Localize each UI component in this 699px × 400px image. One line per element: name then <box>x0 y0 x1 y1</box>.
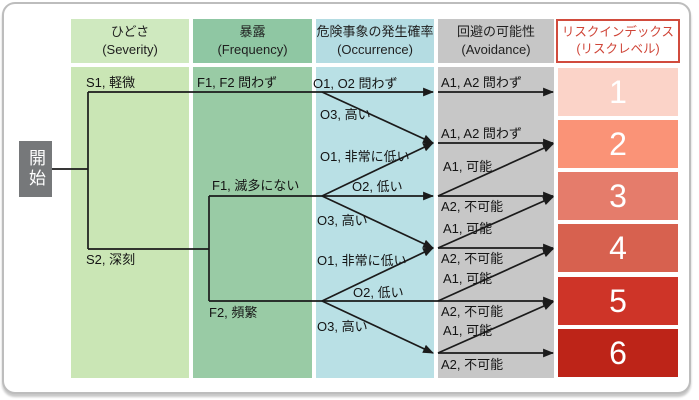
label-occurrence-o1-2: O1, 非常に低い <box>317 253 407 268</box>
column-body-severity <box>71 67 189 378</box>
risk-level-box-1: 1 <box>558 68 678 116</box>
risk-index-subtitle: (リスクレベル) <box>576 42 660 56</box>
column-subtitle: (Occurrence) <box>337 42 413 57</box>
label-frequency-f2: F2, 頻繁 <box>209 305 258 320</box>
label-avoidance-a1-4: A1, 可能 <box>443 323 493 338</box>
label-occurrence-o1o2: O1, O2 問わず <box>313 76 398 91</box>
column-subtitle: (Severity) <box>102 42 158 57</box>
risk-level-box-3: 3 <box>558 172 678 220</box>
label-occurrence-o3-1: O3, 高い <box>320 107 371 122</box>
label-avoidance-a2-2: A2, 不可能 <box>441 251 504 266</box>
label-avoidance-a2-1: A2, 不可能 <box>441 199 504 214</box>
start-node: 開始 <box>19 141 52 197</box>
risk-level-value: 2 <box>609 125 627 162</box>
label-severity-s1: S1, 軽微 <box>86 75 136 90</box>
risk-level-box-5: 5 <box>558 277 678 325</box>
label-frequency-f1f2: F1, F2 問わず <box>197 75 278 90</box>
risk-level-box-2: 2 <box>558 120 678 168</box>
label-avoidance-a2-3: A2, 不可能 <box>441 304 504 319</box>
column-title: 回避の可能性 <box>456 24 535 40</box>
label-avoidance-a1a2-2: A1, A2 問わず <box>441 126 522 141</box>
label-avoidance-a1-1: A1, 可能 <box>443 159 493 174</box>
risk-level-value: 3 <box>609 177 627 214</box>
column-body-frequency <box>193 67 312 378</box>
label-avoidance-a1a2-1: A1, A2 問わず <box>441 75 522 90</box>
label-occurrence-o2-2: O2, 低い <box>353 285 404 300</box>
risk-level-value: 5 <box>609 282 627 319</box>
column-header-frequency: 暴露 (Frequency) <box>193 19 312 63</box>
label-severity-s2: S2, 深刻 <box>86 252 136 267</box>
column-header-occurrence: 危険事象の発生確率 (Occurrence) <box>316 19 434 63</box>
label-occurrence-o3-3: O3, 高い <box>317 319 368 334</box>
risk-level-value: 1 <box>609 73 627 110</box>
column-header-severity: ひどさ (Severity) <box>71 19 189 63</box>
column-subtitle: (Frequency) <box>217 42 288 57</box>
label-occurrence-o3-2: O3, 高い <box>317 213 368 228</box>
label-avoidance-a1-3: A1, 可能 <box>443 271 493 286</box>
risk-level-box-6: 6 <box>558 329 678 377</box>
risk-level-value: 6 <box>609 334 627 371</box>
risk-level-value: 4 <box>609 229 627 266</box>
column-subtitle: (Avoidance) <box>461 42 531 57</box>
column-header-avoidance: 回避の可能性 (Avoidance) <box>438 19 554 63</box>
label-frequency-f1: F1, 滅多にない <box>212 178 300 193</box>
label-avoidance-a1-2: A1, 可能 <box>443 221 493 236</box>
column-title: ひどさ <box>110 24 150 40</box>
label-occurrence-o1-1: O1, 非常に低い <box>320 149 410 164</box>
start-label: 開始 <box>26 149 45 189</box>
column-header-risk-index: リスクインデックス (リスクレベル) <box>556 19 680 63</box>
risk-index-title: リスクインデックス <box>561 25 675 40</box>
label-avoidance-a2-4: A2, 不可能 <box>441 357 504 372</box>
column-title: 暴露 <box>239 24 266 40</box>
label-occurrence-o2-1: O2, 低い <box>352 179 403 194</box>
risk-level-box-4: 4 <box>558 224 678 272</box>
column-title: 危険事象の発生確率 <box>316 24 434 40</box>
